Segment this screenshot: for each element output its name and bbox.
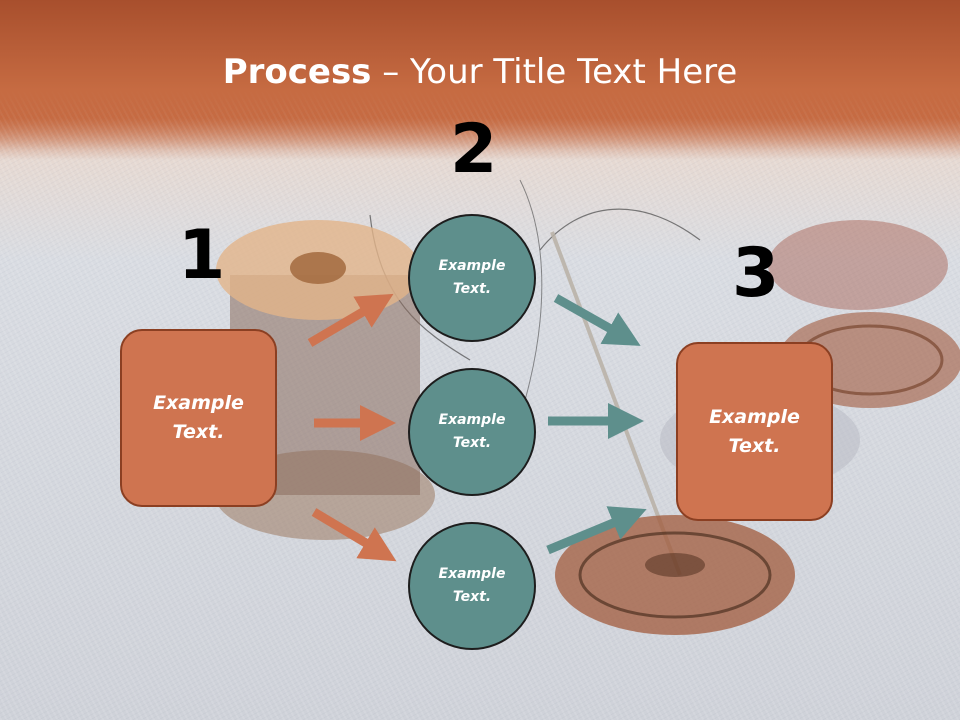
circle-middle-line2: Text. bbox=[452, 435, 492, 451]
circle-top[interactable]: Example Text. bbox=[408, 214, 536, 342]
circle-bottom[interactable]: Example Text. bbox=[408, 522, 536, 650]
arrow-left-down bbox=[311, 508, 397, 562]
circle-bottom-line1: Example bbox=[438, 566, 506, 582]
page-title: Process – Your Title Text Here bbox=[0, 52, 960, 92]
left-box-line2: Text. bbox=[172, 421, 225, 443]
right-box-line2: Text. bbox=[728, 434, 781, 457]
circle-top-line2: Text. bbox=[452, 281, 492, 297]
title-bold: Process bbox=[222, 52, 372, 92]
right-box-line1: Example bbox=[709, 405, 800, 428]
arrow-left-up bbox=[307, 293, 394, 347]
circle-middle-line1: Example bbox=[438, 412, 506, 428]
step-number-1: 1 bbox=[178, 216, 226, 295]
title-rest: – Your Title Text Here bbox=[371, 52, 738, 92]
step-number-3: 3 bbox=[732, 234, 780, 313]
arrow-right-up bbox=[553, 294, 641, 346]
circle-bottom-line2: Text. bbox=[452, 589, 492, 605]
circle-middle[interactable]: Example Text. bbox=[408, 368, 536, 496]
left-box-line1: Example bbox=[153, 392, 244, 414]
arrow-right-down bbox=[546, 506, 647, 555]
circle-top-line1: Example bbox=[438, 258, 506, 274]
right-text-box[interactable]: Example Text. bbox=[676, 342, 833, 521]
header-band bbox=[0, 0, 960, 150]
left-text-box[interactable]: Example Text. bbox=[120, 329, 277, 507]
step-number-2: 2 bbox=[450, 110, 498, 189]
